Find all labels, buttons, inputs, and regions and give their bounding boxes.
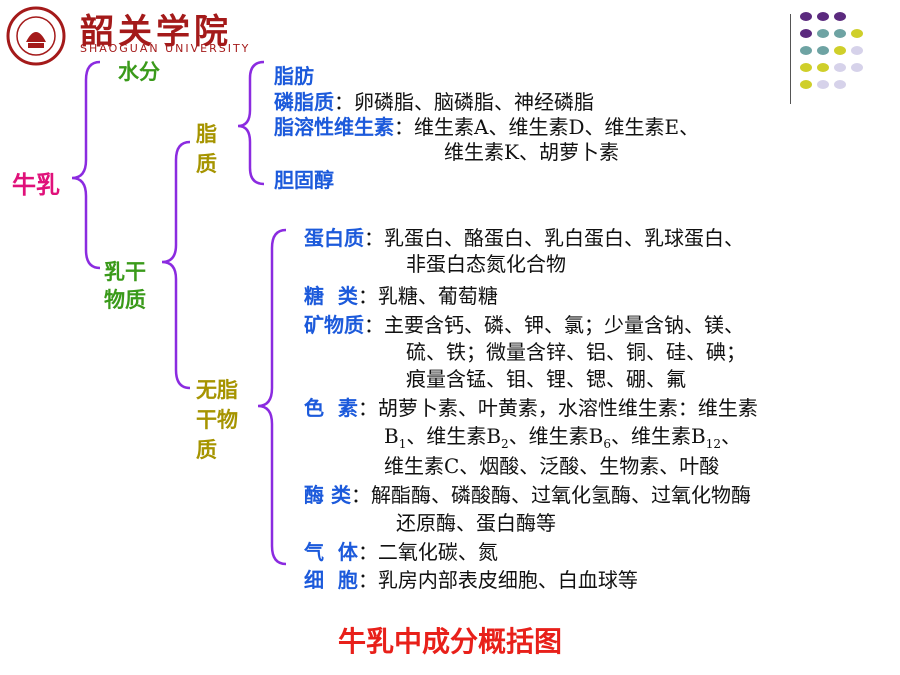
label-gas: 气 体 xyxy=(304,540,358,564)
text-phospholipid: ：卵磷脂、脑磷脂、神经磷脂 xyxy=(334,90,594,114)
text-enzyme-2: 还原酶、蛋白酶等 xyxy=(396,511,556,535)
vit-b12-sub: 12 xyxy=(705,437,722,451)
label-vitamin: 脂溶性维生素 xyxy=(274,115,394,139)
decorative-dot xyxy=(834,12,846,21)
node-fat-2: 质 xyxy=(196,151,217,176)
decorative-dot xyxy=(817,46,829,55)
decorative-dot xyxy=(800,29,812,38)
university-seal-logo xyxy=(6,6,66,66)
text-pigment-3: 维生素C、烟酸、泛酸、生物素、叶酸 xyxy=(384,454,720,478)
decorative-dot xyxy=(800,63,812,72)
vit-b6: 、维生素B xyxy=(508,424,604,448)
vit-b12: 、维生素B xyxy=(611,424,706,448)
brace-dry-matter xyxy=(161,140,191,390)
item-enzyme: 酶 类：解酯酶、磷酸酶、过氧化氢酶、过氧化物酶 xyxy=(304,479,751,508)
node-nonfat-3: 质 xyxy=(196,437,217,462)
diagram-title: 牛乳中成分概括图 xyxy=(337,625,562,658)
decorative-dot xyxy=(851,46,863,55)
text-gas: ：二氧化碳、氮 xyxy=(357,540,498,564)
school-name-cn: 韶关学院 xyxy=(80,12,232,52)
label-cell: 细 胞 xyxy=(304,568,358,592)
text-enzyme: ：解酯酶、磷酸酶、过氧化氢酶、过氧化物酶 xyxy=(350,483,751,507)
item-pigment: 色 素：胡萝卜素、叶黄素，水溶性维生素：维生素 xyxy=(304,392,758,421)
root-node: 牛乳 xyxy=(12,170,60,199)
node-nonfat-1: 无脂 xyxy=(196,377,238,402)
decorative-dot xyxy=(834,29,846,38)
text-mineral-2: 硫、铁；微量含锌、铝、铜、硅、碘； xyxy=(406,340,746,364)
node-dry-matter-1: 乳干 xyxy=(104,259,146,284)
item-fat-soluble-vitamin: 脂溶性维生素：维生素A、维生素D、维生素E、 xyxy=(274,111,699,140)
text-mineral: ：主要含钙、磷、钾、氯；少量含钠、镁、 xyxy=(364,313,744,337)
text-mineral-3: 痕量含锰、钼、锂、锶、硼、氟 xyxy=(406,367,686,391)
item-phospholipid: 磷脂质：卵磷脂、脑磷脂、神经磷脂 xyxy=(274,86,594,115)
decorative-dot xyxy=(834,46,846,55)
brace-root xyxy=(71,60,101,270)
item-fat: 脂肪 xyxy=(274,64,314,88)
brace-fat xyxy=(237,60,265,186)
brace-nonfat xyxy=(257,228,287,566)
decorative-dot xyxy=(817,63,829,72)
vit-b: B xyxy=(384,424,399,448)
decorative-dot xyxy=(800,80,812,89)
label-enzyme: 酶 类 xyxy=(304,483,351,507)
text-vitamin-2: 维生素K、胡萝卜素 xyxy=(444,140,619,164)
decorative-dot xyxy=(800,12,812,21)
item-cell: 细 胞：乳房内部表皮细胞、白血球等 xyxy=(304,564,638,593)
vit-b2-sub: 2 xyxy=(501,437,509,451)
label-phospholipid: 磷脂质 xyxy=(274,90,334,114)
node-fat-1: 脂 xyxy=(196,121,217,146)
item-cholesterol: 胆固醇 xyxy=(274,168,334,192)
item-sugar: 糖 类：乳糖、葡萄糖 xyxy=(304,280,498,309)
item-protein: 蛋白质：乳蛋白、酪蛋白、乳白蛋白、乳球蛋白、 xyxy=(304,222,744,251)
decorative-dot xyxy=(817,29,829,38)
decorative-dot xyxy=(817,12,829,21)
text-pigment: ：胡萝卜素、叶黄素，水溶性维生素：维生素 xyxy=(357,396,758,420)
text-cell: ：乳房内部表皮细胞、白血球等 xyxy=(357,568,638,592)
node-water: 水分 xyxy=(118,59,160,84)
decorative-dot xyxy=(834,63,846,72)
vit-b1-sub: 1 xyxy=(398,437,407,451)
label-sugar: 糖 类 xyxy=(304,284,358,308)
node-nonfat-2: 干物 xyxy=(196,407,238,432)
item-gas: 气 体：二氧化碳、氮 xyxy=(304,536,498,565)
text-protein-2: 非蛋白态氮化合物 xyxy=(406,252,566,276)
decorative-dot xyxy=(800,46,812,55)
vit-b6-sub: 6 xyxy=(603,437,612,451)
text-sugar: ：乳糖、葡萄糖 xyxy=(357,284,498,308)
school-name-en: SHAOGUAN UNIVERSITY xyxy=(80,42,251,55)
label-protein: 蛋白质 xyxy=(304,226,364,250)
text-pigment-2: B1、维生素B2、维生素B6、维生素B12、 xyxy=(384,420,741,451)
decorative-dot xyxy=(834,80,846,89)
vit-sep: 、 xyxy=(721,424,742,448)
decorative-dot xyxy=(817,80,829,89)
label-pigment: 色 素 xyxy=(304,396,358,420)
decorative-dot xyxy=(851,63,863,72)
item-mineral: 矿物质：主要含钙、磷、钾、氯；少量含钠、镁、 xyxy=(304,309,744,338)
decorative-dot xyxy=(851,29,863,38)
vit-b2: 、维生素B xyxy=(406,424,502,448)
node-dry-matter-2: 物质 xyxy=(104,287,146,312)
label-mineral: 矿物质 xyxy=(304,313,364,337)
decorative-divider xyxy=(790,14,791,104)
text-vitamin: ：维生素A、维生素D、维生素E、 xyxy=(394,115,700,139)
text-protein: ：乳蛋白、酪蛋白、乳白蛋白、乳球蛋白、 xyxy=(364,226,744,250)
